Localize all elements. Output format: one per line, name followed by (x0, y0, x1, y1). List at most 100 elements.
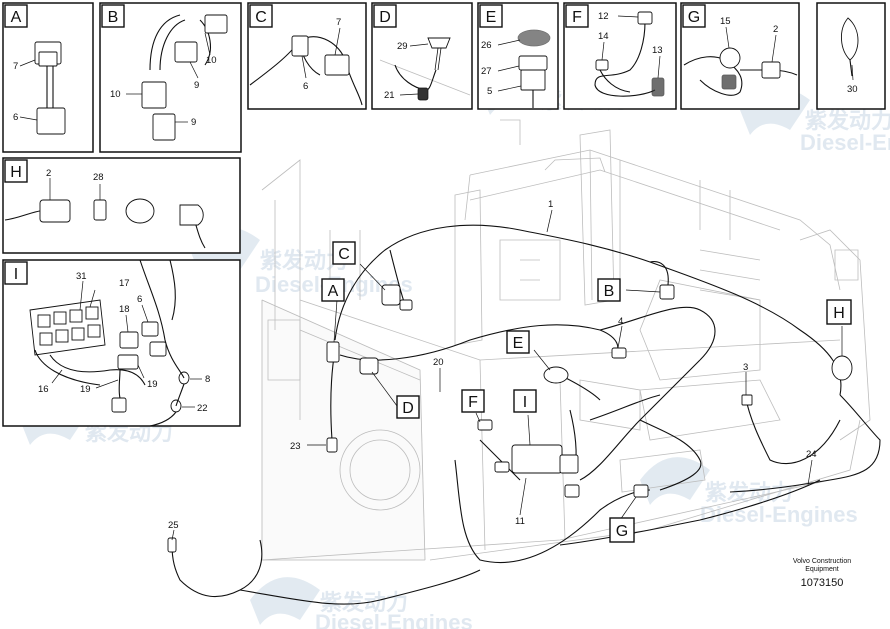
part-E (543, 366, 569, 384)
credit-line-2: Equipment (805, 566, 839, 573)
watermark-brand-en: Diesel-Engines (700, 502, 858, 527)
callout-I-18: 18 (119, 304, 130, 315)
callout-A-7: 7 (13, 61, 18, 72)
callout-D-21: 21 (384, 90, 395, 101)
callout-F-14: 14 (598, 31, 609, 42)
callout-B-10b: 10 (110, 89, 121, 100)
watermark-brand-en: Diesel-Engines (315, 610, 473, 629)
callout-I-19b: 19 (147, 379, 158, 390)
connector-A (326, 341, 340, 363)
svg-text:D: D (379, 9, 391, 26)
callout-E-5: 5 (487, 86, 492, 97)
svg-text:F: F (468, 394, 478, 411)
callout-C-6: 6 (303, 81, 308, 92)
callout-misc-30: 30 (847, 84, 858, 95)
connector-G (633, 484, 649, 498)
tag-I: I (513, 389, 537, 413)
part-I3 (564, 484, 580, 498)
callout-11: 11 (515, 516, 525, 527)
part-H (831, 355, 853, 381)
callout-D-29: 29 (397, 41, 408, 52)
svg-text:A: A (328, 283, 339, 300)
callout-E-27: 27 (481, 66, 492, 77)
callout-G-2: 2 (773, 24, 778, 35)
detail-box-E: E 26 27 5 (477, 2, 559, 110)
callout-1: 1 (548, 199, 553, 210)
callout-I-16: 16 (38, 384, 49, 395)
part-D (359, 357, 379, 375)
callout-F-12: 12 (598, 11, 609, 22)
svg-text:E: E (486, 9, 497, 26)
svg-text:C: C (338, 246, 350, 263)
detail-box-I: I 31 17 18 6 (2, 259, 241, 427)
svg-text:H: H (833, 305, 845, 322)
callout-4: 4 (618, 316, 623, 327)
detail-box-H: H 2 28 (2, 157, 241, 254)
callout-I-19: 19 (80, 384, 91, 395)
svg-text:H: H (10, 164, 22, 181)
tag-A: A (321, 278, 345, 302)
main-leaders (171, 209, 843, 541)
main-tags: A C D E B H F I (321, 241, 852, 543)
callout-H-2: 2 (46, 168, 51, 179)
svg-text:D: D (402, 400, 414, 417)
connector-B (659, 284, 675, 300)
part-23 (326, 437, 338, 453)
callout-B-9: 9 (194, 80, 199, 91)
callout-I-6: 6 (137, 294, 142, 305)
callout-G-15: 15 (720, 16, 731, 27)
callout-I-8: 8 (205, 374, 210, 385)
svg-text:A: A (11, 9, 22, 26)
credit-line-1: Volvo Construction (793, 558, 851, 565)
svg-text:F: F (572, 9, 582, 26)
svg-text:C: C (255, 9, 267, 26)
detail-box-F: F 12 14 13 (563, 2, 677, 110)
callout-C-7: 7 (336, 17, 341, 28)
detail-box-D: D 29 21 (371, 2, 473, 110)
callout-A-6: 6 (13, 112, 18, 123)
callout-I-31: 31 (76, 271, 87, 282)
callout-I-17: 17 (119, 278, 130, 289)
tag-H: H (826, 299, 852, 325)
callout-25: 25 (168, 520, 179, 531)
main-numbers: 1 4 3 20 23 11 24 25 (168, 199, 817, 531)
watermark-brand-en: Diesel-Engines (800, 130, 890, 155)
svg-text:B: B (604, 283, 615, 300)
part-I2 (559, 454, 579, 474)
tag-G: G (609, 517, 635, 543)
document-number: 1073150 (801, 577, 844, 589)
callout-23: 23 (290, 441, 301, 452)
detail-box-G: G 15 2 (680, 2, 800, 110)
detail-box-A: A 7 6 (2, 2, 94, 153)
callout-B-9b: 9 (191, 117, 196, 128)
callout-20: 20 (433, 357, 444, 368)
main-parts (167, 284, 853, 553)
callout-H-28: 28 (93, 172, 104, 183)
callout-E-26: 26 (481, 40, 492, 51)
watermark-brand-cn: 紫发动力 (705, 480, 793, 505)
fuse-block-I (511, 444, 563, 474)
svg-text:G: G (688, 9, 700, 26)
tag-E: E (506, 330, 530, 354)
svg-text:I: I (523, 394, 527, 411)
callout-3: 3 (743, 362, 748, 373)
footer: Volvo Construction Equipment 1073150 (793, 558, 851, 589)
detail-box-B: B 10 9 10 9 (99, 2, 242, 153)
connector-C2 (399, 299, 413, 311)
detail-box-misc: 30 (816, 2, 886, 110)
connector-C (381, 284, 401, 306)
part-3 (741, 394, 753, 406)
callout-I-22: 22 (197, 403, 208, 414)
callout-F-13: 13 (652, 45, 663, 56)
callout-24: 24 (806, 449, 817, 460)
part-F (477, 419, 493, 431)
svg-text:G: G (616, 523, 628, 540)
svg-text:B: B (108, 9, 119, 26)
tag-D: D (396, 395, 420, 419)
tag-F: F (461, 389, 485, 413)
tag-C: C (332, 241, 356, 265)
tag-B: B (597, 278, 621, 302)
svg-text:E: E (513, 335, 524, 352)
